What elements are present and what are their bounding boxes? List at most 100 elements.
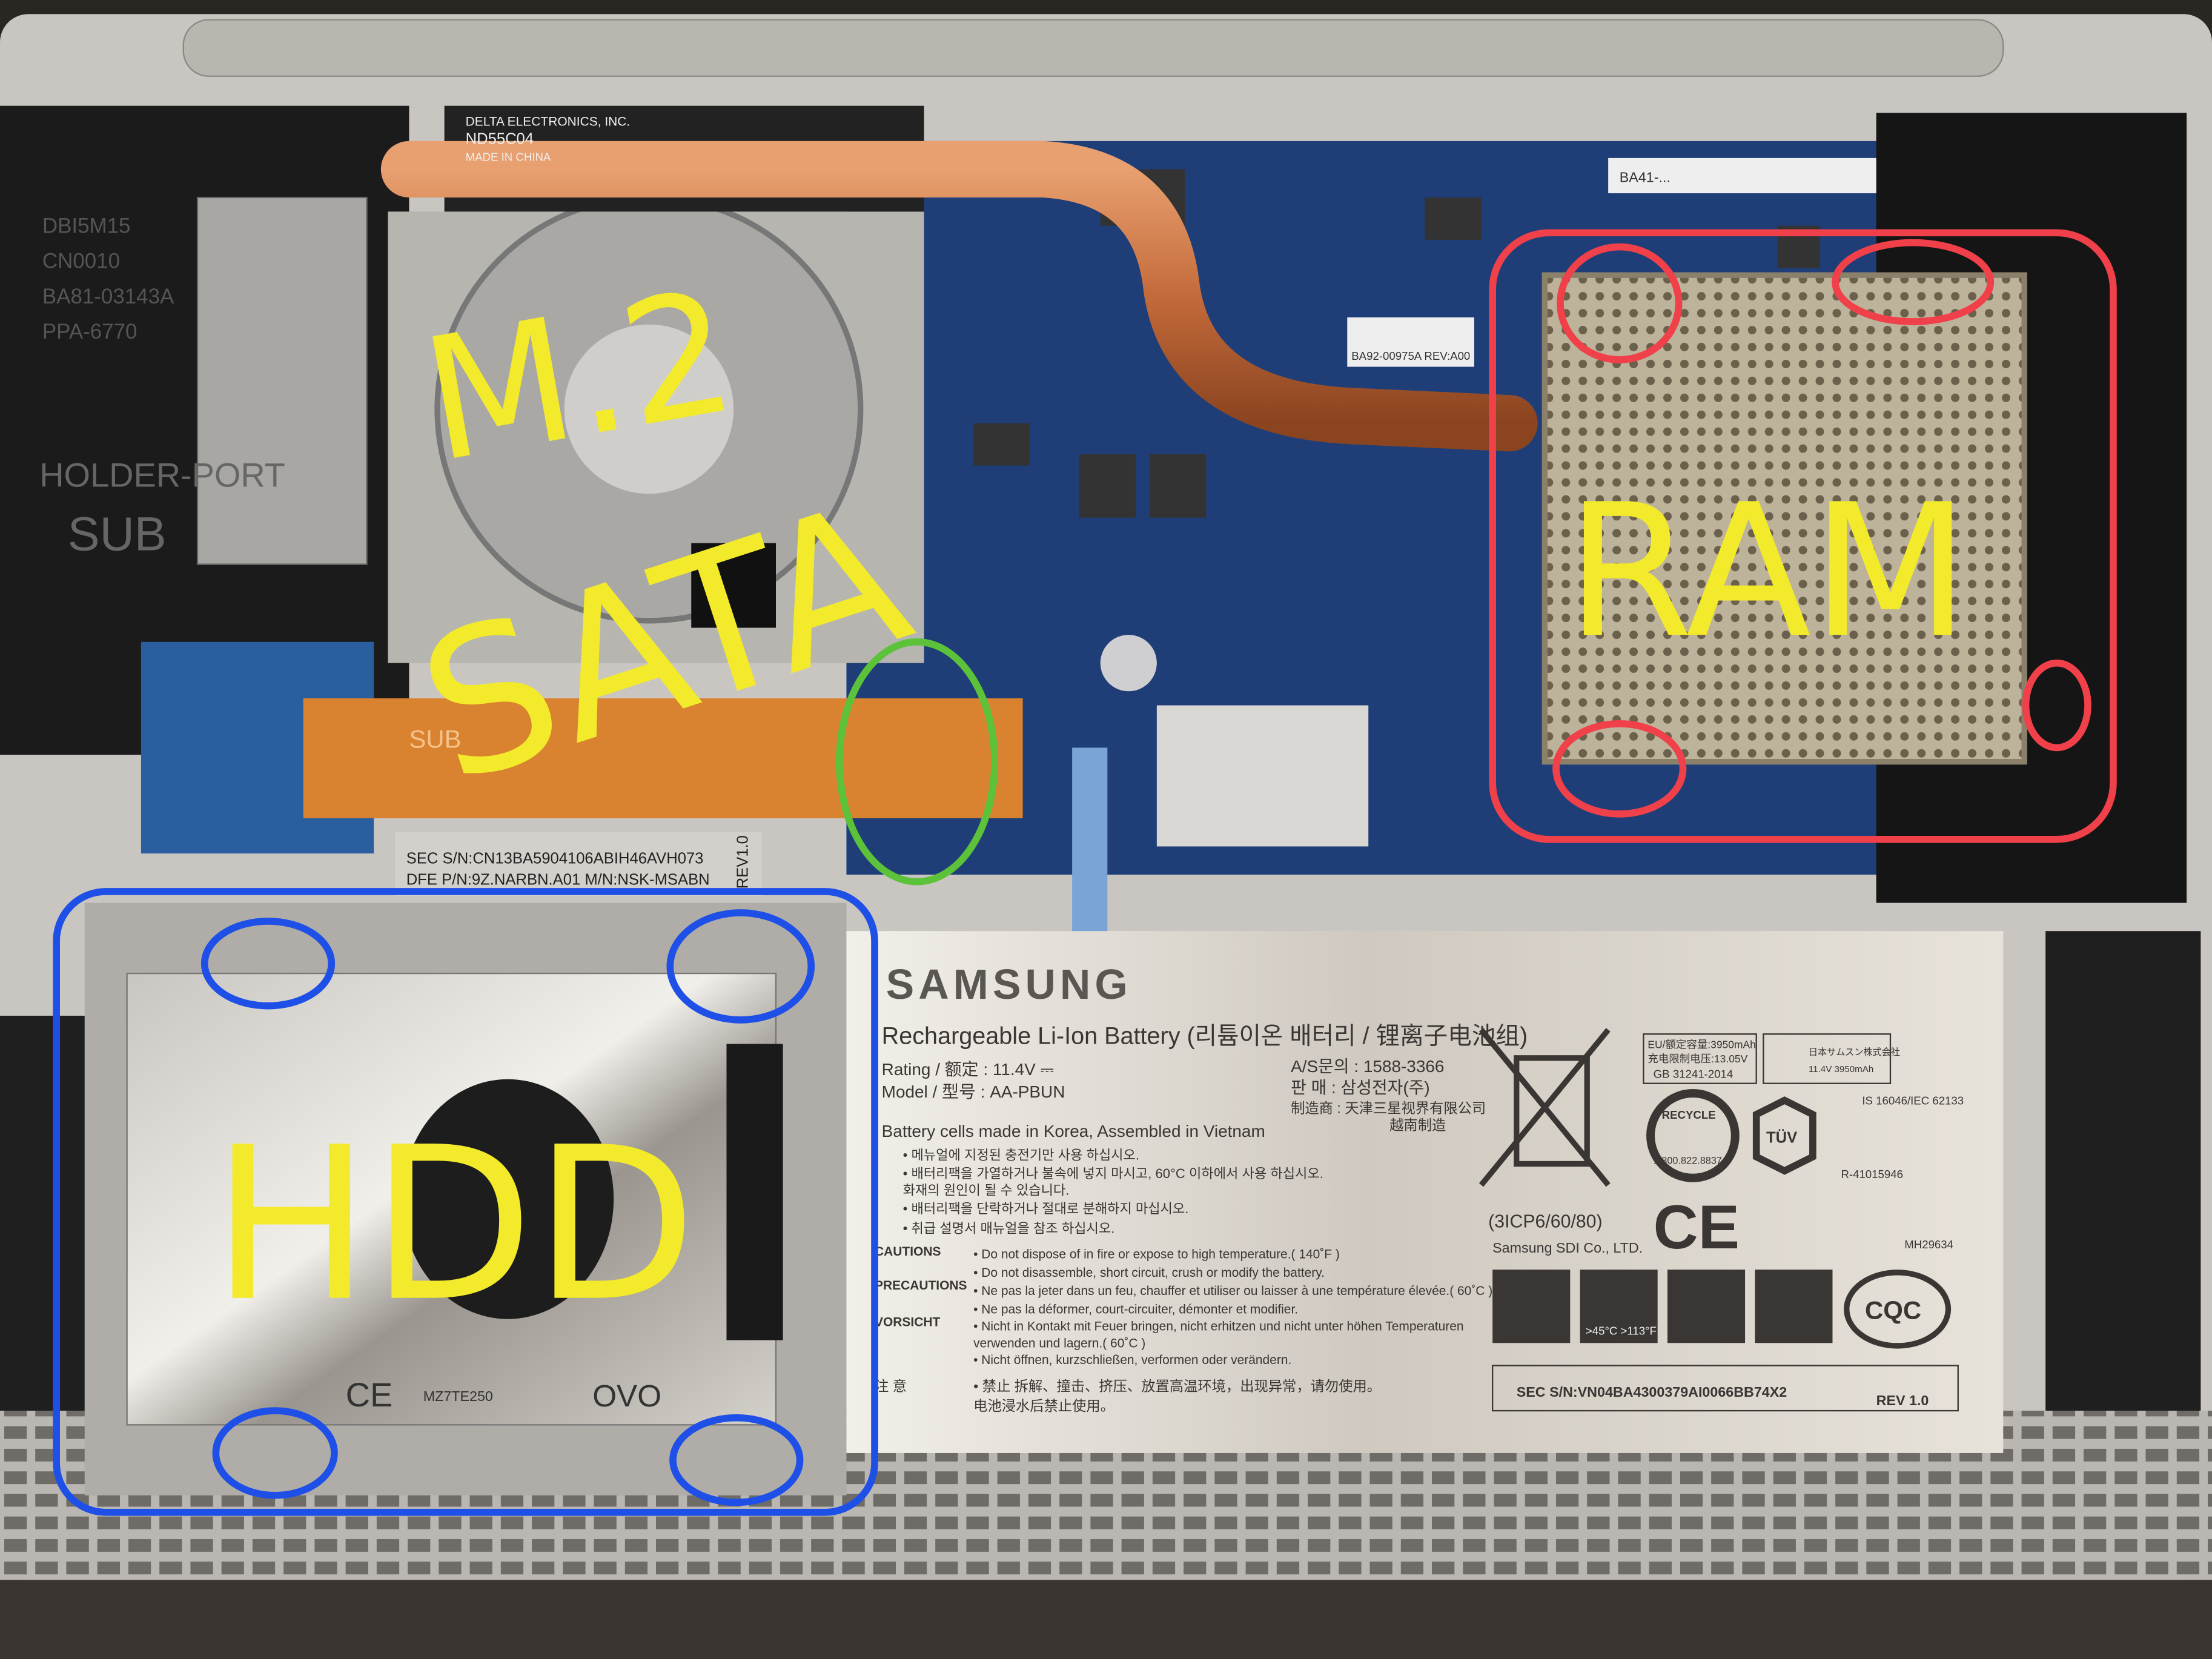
odd-bay-bracket xyxy=(196,196,368,565)
serial-box xyxy=(1492,1365,1959,1412)
cautions-heading: CAUTIONS xyxy=(875,1245,941,1259)
battery-maker2: 越南制造 xyxy=(1389,1118,1446,1133)
hdd-outline xyxy=(53,888,878,1516)
hdd-sec-sn: SEC S/N:CN13BA5904106ABIH46AVH073 xyxy=(406,850,704,867)
annotation-hdd: HDD xyxy=(211,1102,697,1348)
battery-cells: Battery cells made in Korea, Assembled i… xyxy=(882,1122,1265,1141)
battery-seller: 판 매 : 삼성전자(주) xyxy=(1291,1078,1430,1097)
hdd-model: MZ7TE250 xyxy=(423,1388,493,1404)
battery-rev: REV 1.0 xyxy=(1876,1392,1929,1408)
vorsicht-line: • Nicht öffnen, kurzschließen, verformen… xyxy=(973,1353,1291,1367)
battery-maker: 制造商 : 天津三星视界有限公司 xyxy=(1291,1101,1486,1116)
caution-line: • Do not disassemble, short circuit, cru… xyxy=(973,1266,1325,1280)
keyboard-connector xyxy=(1156,705,1369,847)
hdd-screw-circle xyxy=(200,918,336,1010)
orange-ribbon xyxy=(303,698,1023,818)
cqc-text: CQC xyxy=(1865,1296,1921,1325)
holder-port-label: HOLDER-PORT xyxy=(39,456,285,494)
fan-origin: MADE IN CHINA xyxy=(466,151,551,164)
m2-slot-outline xyxy=(835,638,998,886)
recycle-text: RECYCLE xyxy=(1662,1108,1716,1121)
vorsicht-line: • Nicht in Kontakt mit Feuer bringen, ni… xyxy=(973,1319,1463,1333)
heatpipe xyxy=(380,141,1538,452)
capacity-line: EU/额定容量:3950mAh xyxy=(1647,1039,1755,1051)
fan-hub xyxy=(564,324,734,494)
ribbon-sub-label: SUB xyxy=(409,724,461,753)
kr-warning: • 배터리팩을 단락하거나 절대로 분해하지 마십시오. xyxy=(903,1201,1189,1216)
svg-text:PPA-6770: PPA-6770 xyxy=(42,320,137,343)
ram-screw-circle xyxy=(1832,239,1995,325)
kr-warning: • 메뉴얼에 지정된 충전기만 사용 하십시오. xyxy=(903,1148,1139,1163)
fan-brand: DELTA ELECTRONICS, INC. xyxy=(466,114,631,128)
recycle-phone: 1.800.822.8837 xyxy=(1654,1155,1722,1166)
heat-warning: >45°C >113°F xyxy=(1586,1324,1657,1337)
board-top-sticker xyxy=(1608,157,1876,194)
manufacturer: Samsung SDI Co., LTD. xyxy=(1492,1240,1643,1256)
kr-warning: 화재의 원인이 될 수 있습니다. xyxy=(903,1183,1070,1198)
board-sticker-text: BA92-00975A REV:A00 xyxy=(1351,349,1470,362)
kr-warning: • 배터리팩을 가열하거나 불속에 넣지 마시고, 60°C 이하에서 사용 하… xyxy=(903,1166,1323,1181)
precaution-line: • Ne pas la déformer, court-circuiter, d… xyxy=(973,1302,1298,1316)
speaker-right xyxy=(2045,931,2201,1411)
standard: IS 16046/IEC 62133 xyxy=(1862,1094,1964,1107)
svg-text:DBI5M15: DBI5M15 xyxy=(42,214,131,237)
ul-code: MH29634 xyxy=(1904,1238,1953,1251)
ram-screw-circle xyxy=(2022,659,2091,752)
sub-label: SUB xyxy=(68,506,167,560)
hdd-ce-mark: CE xyxy=(346,1376,393,1414)
capacity-line: GB 31241-2014 xyxy=(1654,1067,1734,1080)
fan-black-pad xyxy=(691,543,776,628)
hinge-bar xyxy=(182,19,2004,77)
capacity-box xyxy=(1643,1033,1757,1084)
cell-code: (3ICP6/60/80) xyxy=(1488,1211,1602,1231)
battery-as-contact: A/S문의 : 1588-3366 xyxy=(1291,1057,1444,1076)
fan-model: ND55C04 xyxy=(466,131,534,148)
chassis-bottom-edge xyxy=(0,1580,2212,1659)
cqc-icon xyxy=(1844,1270,1952,1349)
battery-label: SAMSUNG Rechargeable Li-Ion Battery (리튬이… xyxy=(875,961,1964,1414)
precaution-line: • Ne pas la jeter dans un feu, chauffer … xyxy=(973,1284,1492,1298)
board-sticker xyxy=(1347,317,1474,367)
battery-model: Model / 型号 : AA-PBUN xyxy=(882,1082,1065,1101)
recycle-icon xyxy=(1646,1089,1740,1182)
warning-icons xyxy=(1492,1270,1833,1343)
hdd-rev: REV1.0 xyxy=(734,835,751,889)
chinese-line: • 禁止 拆解、撞击、挤压、放置高温环境，出现异常，请勿使用。 xyxy=(973,1378,1381,1394)
pse-line: 日本サムスン株式会社 xyxy=(1809,1047,1900,1058)
annotation-ram: RAM xyxy=(1566,465,1969,678)
svg-text:CN0010: CN0010 xyxy=(42,250,120,273)
hdd-screw-circle xyxy=(666,909,815,1024)
speaker-left xyxy=(0,1015,85,1411)
vorsicht-line: verwenden und lagern.( 60˚C ) xyxy=(973,1336,1145,1350)
board-top-sticker-text: BA41-... xyxy=(1620,169,1671,185)
chinese-line: 电池浸水后禁止使用。 xyxy=(973,1398,1114,1414)
battery-title: Rechargeable Li-Ion Battery (리튬이온 배터리 / … xyxy=(882,1023,1528,1050)
cmos-battery xyxy=(1100,635,1157,692)
ram-outline xyxy=(1489,229,2117,843)
pse-line: 11.4V 3950mAh xyxy=(1809,1064,1873,1075)
precautions-heading: PRECAUTIONS xyxy=(875,1279,967,1293)
ram-screw-circle xyxy=(1557,243,1683,363)
tuv-icon xyxy=(1752,1096,1816,1175)
tuv-text: TÜV xyxy=(1766,1129,1797,1147)
left-sticker: DBI5M15 CN0010 BA81-03143A PPA-6770 xyxy=(42,214,174,343)
hdd-label-disc xyxy=(402,1079,614,1319)
hdd-brand: OVO xyxy=(592,1379,661,1413)
svg-text:BA81-03143A: BA81-03143A xyxy=(42,285,174,308)
hdd-dfe-pn: DFE P/N:9Z.NARBN.A01 M/N:NSK-MSABN xyxy=(406,871,710,888)
vorsicht-heading: VORSICHT xyxy=(875,1315,940,1329)
r-number: R-41015946 xyxy=(1841,1168,1903,1181)
sata-connector xyxy=(726,1044,783,1340)
ram-screw-circle xyxy=(1552,720,1687,818)
capacity-line: 充电限制电压:13.05V xyxy=(1647,1053,1747,1065)
battery-brand: SAMSUNG xyxy=(886,961,1132,1008)
battery-serial: SEC S/N:VN04BA4300379AI0066BB74X2 xyxy=(1517,1384,1787,1400)
pse-box xyxy=(1763,1033,1892,1084)
ce-mark: CE xyxy=(1654,1192,1740,1262)
caution-line: • Do not dispose of in fire or expose to… xyxy=(973,1248,1340,1262)
hdd-screw-circle xyxy=(669,1414,804,1506)
chinese-heading: 注 意 xyxy=(875,1378,907,1394)
hdd-screw-circle xyxy=(212,1407,338,1499)
battery-rating: Rating / 额定 : 11.4V ⎓ xyxy=(882,1060,1054,1079)
